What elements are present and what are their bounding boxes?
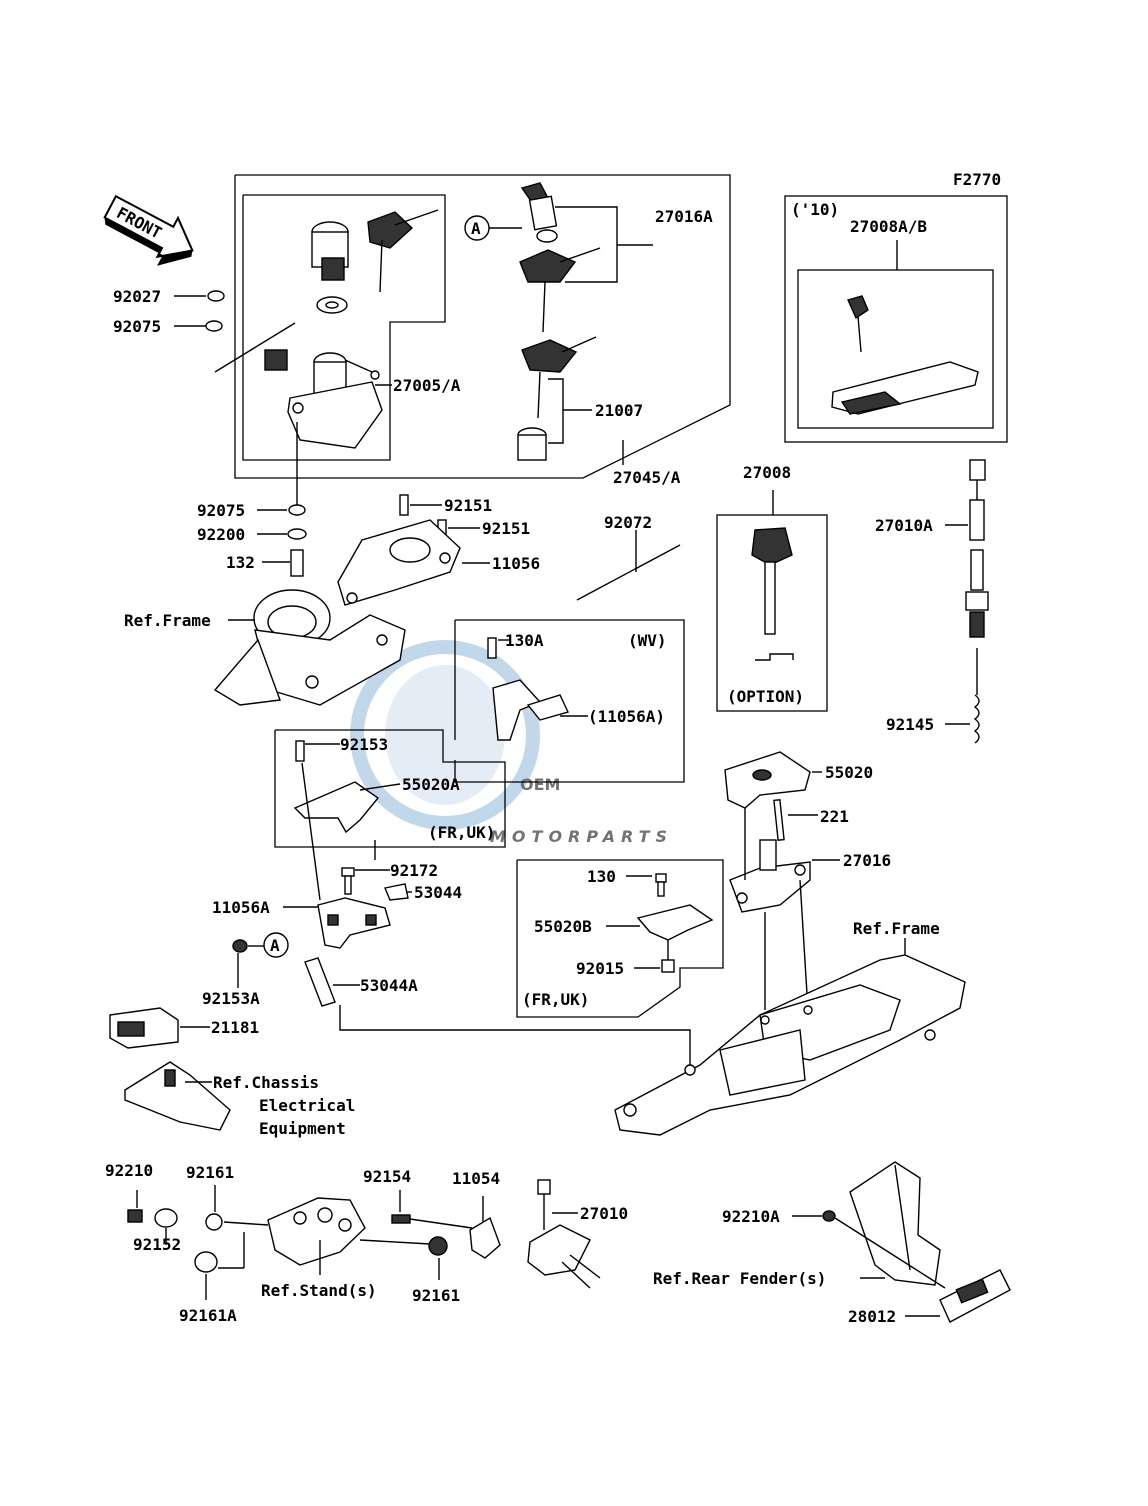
label-92210A: 92210A <box>722 1207 780 1226</box>
label-92151-b: 92151 <box>482 519 530 538</box>
switch-27010A <box>965 459 989 744</box>
rear-subframe <box>614 954 966 1136</box>
label-130: 130 <box>587 867 616 886</box>
washer-92075 <box>205 320 223 332</box>
strip-53044A <box>304 957 336 1007</box>
label-11056A: 11056A <box>212 898 270 917</box>
label-53044A: 53044A <box>360 976 418 995</box>
label-92027: 92027 <box>113 287 161 306</box>
watermark-brand: OEM <box>520 775 560 794</box>
label-92153A: 92153A <box>202 989 260 1008</box>
label-221: 221 <box>820 807 849 826</box>
label-92075-top: 92075 <box>113 317 161 336</box>
label-55020A: 55020A <box>402 775 460 794</box>
label-53044: 53044 <box>414 883 462 902</box>
front-arrow-icon: FRONT <box>103 194 194 266</box>
spring-92145 <box>973 694 980 744</box>
label-27016A: 27016A <box>655 207 713 226</box>
label-ref-chassis-1: Ref.Chassis <box>213 1073 319 1092</box>
watermark: OEM MOTORPARTS <box>350 640 673 846</box>
label-27016: 27016 <box>843 851 891 870</box>
label-ref-stand: Ref.Stand(s) <box>261 1281 377 1300</box>
label-55020: 55020 <box>825 763 873 782</box>
label-21007: 21007 <box>595 401 643 420</box>
label-92153: 92153 <box>340 735 388 754</box>
label-ref-chassis-3: Equipment <box>259 1119 346 1138</box>
cable-tie-92072 <box>576 544 681 601</box>
figure-code: F2770 <box>953 170 1001 189</box>
washer-92075-mid <box>288 504 306 516</box>
label-92154: 92154 <box>363 1167 411 1186</box>
label-11056: 11056 <box>492 554 540 573</box>
label-92161-a: 92161 <box>186 1163 234 1182</box>
option-10-group <box>784 195 1008 443</box>
label-27045A: 27045/A <box>613 468 681 487</box>
label-fruk-2: (FR,UK) <box>522 990 589 1009</box>
callout-a-bottom <box>263 932 289 958</box>
washer-92200 <box>287 528 307 540</box>
label-92161A: 92161A <box>179 1306 237 1325</box>
frame-front <box>213 589 406 706</box>
label-132: 132 <box>226 553 255 572</box>
washer-92027 <box>207 290 225 302</box>
label-28012: 28012 <box>848 1307 896 1326</box>
label-ref-rear-fender: Ref.Rear Fender(s) <box>653 1269 826 1288</box>
label-92161-b: 92161 <box>412 1286 460 1305</box>
label-92152: 92152 <box>133 1235 181 1254</box>
callout-a-top-text: A <box>471 219 481 238</box>
ignition-kit-group: A <box>214 174 731 479</box>
label-11054: 11054 <box>452 1169 500 1188</box>
label-92145: 92145 <box>886 715 934 734</box>
label-27010A: 27010A <box>875 516 933 535</box>
cover-55020 <box>724 751 811 913</box>
label-92210: 92210 <box>105 1161 153 1180</box>
label-ref-frame-left: Ref.Frame <box>124 611 211 630</box>
bracket-11056A <box>317 867 409 949</box>
bracket-11056 <box>337 494 461 606</box>
label-92072: 92072 <box>604 513 652 532</box>
ignition-switch-body <box>264 349 383 449</box>
rear-fender-group <box>822 1161 1011 1323</box>
option-key-group <box>716 490 828 712</box>
fruk-box-1 <box>274 729 506 848</box>
relay-21181 <box>109 1007 231 1131</box>
ignition-switch-top <box>311 221 349 314</box>
label-130A: 130A <box>505 631 544 650</box>
label-option: (OPTION) <box>727 687 804 706</box>
label-wv: (WV) <box>628 631 667 650</box>
label-92151-a: 92151 <box>444 496 492 515</box>
wv-box <box>454 619 685 783</box>
label-ref-frame-right: Ref.Frame <box>853 919 940 938</box>
key-icon <box>367 209 439 293</box>
label-92075-mid: 92075 <box>197 501 245 520</box>
label-92172: 92172 <box>390 861 438 880</box>
bolt-132 <box>290 549 304 577</box>
label-92200: 92200 <box>197 525 245 544</box>
callout-a-bottom-text: A <box>270 936 280 955</box>
label-21181: 21181 <box>211 1018 259 1037</box>
label-27008AB: 27008A/B <box>850 217 927 236</box>
label-ref-chassis-2: Electrical <box>259 1096 355 1115</box>
watermark-sub: MOTORPARTS <box>490 827 673 846</box>
label-27010: 27010 <box>580 1204 628 1223</box>
fruk-box-2 <box>516 859 724 1018</box>
label-fruk-1: (FR,UK) <box>428 823 495 842</box>
label-27008: 27008 <box>743 463 791 482</box>
label-55020B: 55020B <box>534 917 592 936</box>
label-11056A-paren: (11056A) <box>588 707 665 726</box>
label-92015: 92015 <box>576 959 624 978</box>
bolt-92153A <box>232 939 248 953</box>
label-27005A: 27005/A <box>393 376 461 395</box>
label-year-10: ('10) <box>791 200 839 219</box>
stand-switch-group <box>127 1179 601 1289</box>
key-set-27016A <box>517 182 601 461</box>
